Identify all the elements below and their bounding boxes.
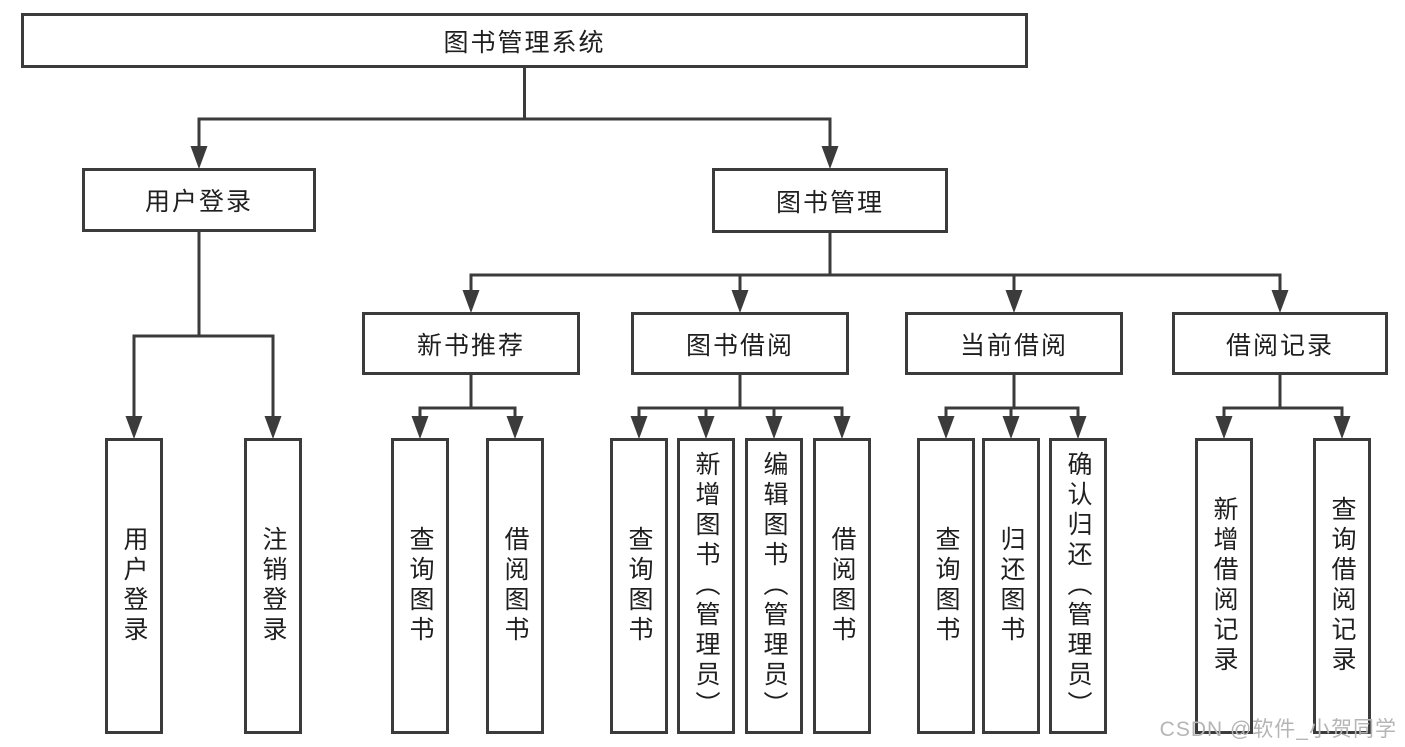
leaf-logout: 注销登录 — [244, 438, 302, 734]
arrow-down-icon — [462, 290, 480, 313]
leaf-borrow-books-2: 借阅图书 — [813, 438, 871, 734]
arrow-down-icon — [1271, 290, 1289, 313]
arrow-down-icon — [765, 416, 783, 439]
arrow-down-icon — [1005, 290, 1023, 313]
leaf-add-borrow-record: 新增借阅记录 — [1195, 438, 1253, 734]
node-current-borrowing: 当前借阅 — [905, 312, 1123, 375]
leaf-borrow-books-1: 借阅图书 — [486, 438, 544, 734]
leaf-query-books-3: 查询图书 — [917, 438, 975, 734]
arrow-down-icon — [697, 416, 715, 439]
node-borrowing-records: 借阅记录 — [1172, 312, 1388, 375]
node-library-management-system: 图书管理系统 — [21, 13, 1028, 68]
leaf-edit-book-admin: 编辑图书（管理员） — [745, 438, 803, 734]
arrow-down-icon — [125, 416, 143, 439]
arrow-down-icon — [1002, 416, 1020, 439]
node-new-book-recommendation: 新书推荐 — [362, 312, 580, 375]
arrow-down-icon — [506, 416, 524, 439]
leaf-return-book: 归还图书 — [982, 438, 1040, 734]
arrow-down-icon — [821, 146, 839, 169]
arrow-down-icon — [411, 416, 429, 439]
arrow-down-icon — [264, 416, 282, 439]
node-user-login: 用户登录 — [82, 168, 316, 232]
watermark: CSDN @软件_小贺同学 — [1159, 718, 1397, 741]
node-book-management: 图书管理 — [712, 168, 948, 233]
leaf-confirm-return-admin: 确认归还（管理员） — [1049, 438, 1107, 734]
leaf-add-book-admin: 新增图书（管理员） — [677, 438, 735, 734]
arrow-down-icon — [833, 416, 851, 439]
arrow-down-icon — [630, 416, 648, 439]
arrow-down-icon — [731, 290, 749, 313]
arrow-down-icon — [190, 146, 208, 169]
leaf-query-borrow-record: 查询借阅记录 — [1313, 438, 1371, 734]
arrow-down-icon — [1333, 416, 1351, 439]
node-book-borrowing: 图书借阅 — [631, 312, 849, 375]
arrow-down-icon — [1069, 416, 1087, 439]
arrow-down-icon — [1215, 416, 1233, 439]
leaf-query-books-2: 查询图书 — [610, 438, 668, 734]
leaf-user-login: 用户登录 — [105, 438, 163, 734]
leaf-query-books-1: 查询图书 — [391, 438, 449, 734]
arrow-down-icon — [937, 416, 955, 439]
